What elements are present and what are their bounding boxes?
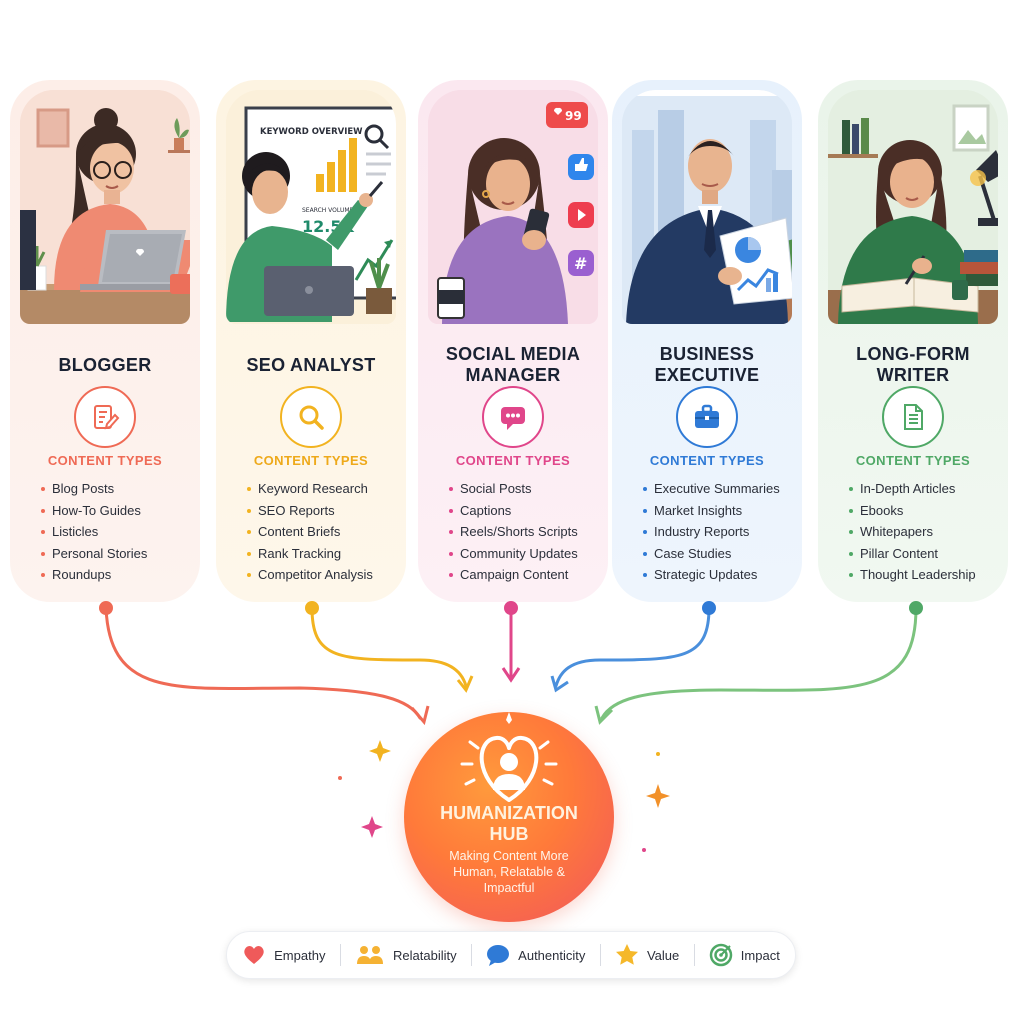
list-item: Campaign Content [449,564,578,586]
value-empathy: Empathy [242,943,325,967]
list-item: Keyword Research [247,478,373,500]
content-types-heading: CONTENT TYPES [253,453,369,468]
value-authenticity: Authenticity [486,943,585,967]
sparkle-icon [361,816,383,838]
list-item: Strategic Updates [643,564,780,586]
star-icon [615,943,639,967]
value-label: Relatability [393,947,457,963]
value-label: Authenticity [518,947,586,963]
heart-icon [242,943,266,967]
content-types-heading: CONTENT TYPES [455,453,571,468]
content-types-list: Social Posts Captions Reels/Shorts Scrip… [449,478,578,586]
hub-title: HUMANIZATION HUB [440,803,578,844]
divider [470,944,472,966]
values-bar: Empathy Relatability Authenticity Value [226,931,796,979]
chat-bubble-icon [482,386,544,448]
humanization-hub: HUMANIZATION HUB Making Content More Hum… [404,712,614,922]
list-item: Roundups [41,564,147,586]
role-title: BLOGGER [58,354,152,375]
hub-subtitle: Making Content More Human, Relatable & I… [449,849,569,895]
business-executive-scene [622,90,792,324]
list-item: Reels/Shorts Scripts [449,521,578,543]
value-label: Empathy [274,947,326,963]
social-media-scene: 99 # [428,90,598,324]
list-item: Market Insights [643,500,780,522]
content-types-list: In-Depth Articles Ebooks Whitepapers Pil… [849,478,976,586]
target-icon [709,943,733,967]
connector-seo-analyst [310,606,468,688]
connector-business-executive [554,606,711,688]
content-types-list: Blog Posts How-To Guides Listicles Perso… [41,478,147,586]
list-item: Case Studies [643,543,780,565]
long-form-writer-scene [828,90,998,324]
card-blogger: BLOGGER CONTENT TYPES Blog Posts How-To … [10,80,200,602]
card-seo-analyst: KEYWORD OVERVIEW SEARCH VOLUME 12.5K [216,80,406,602]
list-item: Rank Tracking [247,543,373,565]
value-impact: Impact [709,943,780,967]
social-media-manager-illustration: 99 # [428,90,598,324]
list-item: Competitor Analysis [247,564,373,586]
list-item: Social Posts [449,478,578,500]
seo-analyst-scene: KEYWORD OVERVIEW SEARCH VOLUME 12.5K [226,90,396,324]
content-types-heading: CONTENT TYPES [47,453,163,468]
content-types-heading: CONTENT TYPES [855,453,971,468]
divider [693,944,695,966]
document-pen-icon [74,386,136,448]
sparkle-icon [369,740,391,762]
list-item: Executive Summaries [643,478,780,500]
card-long-form-writer: LONG-FORM WRITER CONTENT TYPES In-Depth … [818,80,1008,602]
connector-blogger [104,606,422,720]
list-item: Personal Stories [41,543,147,565]
heart-person-icon [460,712,558,802]
role-title: SOCIAL MEDIA MANAGER [445,344,581,385]
list-item: Captions [449,500,578,522]
magnifier-icon [280,386,342,448]
list-item: SEO Reports [247,500,373,522]
document-lines-icon [882,386,944,448]
sparkle-icon [646,784,670,808]
list-item: Industry Reports [643,521,780,543]
value-value: Value [615,943,679,967]
value-label: Value [646,947,680,963]
list-item: Blog Posts [41,478,147,500]
divider [599,944,601,966]
likes-badge: 99 [565,109,582,123]
board-title: KEYWORD OVERVIEW [260,127,363,137]
long-form-writer-illustration [828,90,998,324]
list-item: In-Depth Articles [849,478,976,500]
list-item: Community Updates [449,543,578,565]
card-business-executive: BUSINESS EXECUTIVE CONTENT TYPES Executi… [612,80,802,602]
seo-analyst-illustration: KEYWORD OVERVIEW SEARCH VOLUME 12.5K [226,90,396,324]
blogger-illustration [20,90,190,324]
role-title: SEO ANALYST [246,354,376,375]
connector-long-form-writer [600,606,918,720]
role-title: BUSINESS EXECUTIVE [654,344,760,385]
business-executive-illustration [622,90,792,324]
content-types-heading: CONTENT TYPES [649,453,765,468]
content-types-list: Executive Summaries Market Insights Indu… [643,478,780,586]
metric-label: SEARCH VOLUME [302,207,354,214]
content-types-list: Keyword Research SEO Reports Content Bri… [247,478,373,586]
blogger-scene [20,90,190,324]
list-item: Ebooks [849,500,976,522]
list-item: How-To Guides [41,500,147,522]
list-item: Content Briefs [247,521,373,543]
people-icon [355,943,385,967]
list-item: Listicles [41,521,147,543]
briefcase-icon [676,386,738,448]
role-title: LONG-FORM WRITER [856,344,970,385]
speech-bubble-icon [486,943,510,967]
list-item: Pillar Content [849,543,976,565]
svg-text:#: # [574,254,587,273]
card-social-media-manager: 99 # SOCIAL MEDIA MANAGER CONTENT TYPES … [418,80,608,602]
list-item: Thought Leadership [849,564,976,586]
value-label: Impact [740,947,780,963]
divider [339,944,341,966]
value-relatability: Relatability [355,943,457,967]
list-item: Whitepapers [849,521,976,543]
